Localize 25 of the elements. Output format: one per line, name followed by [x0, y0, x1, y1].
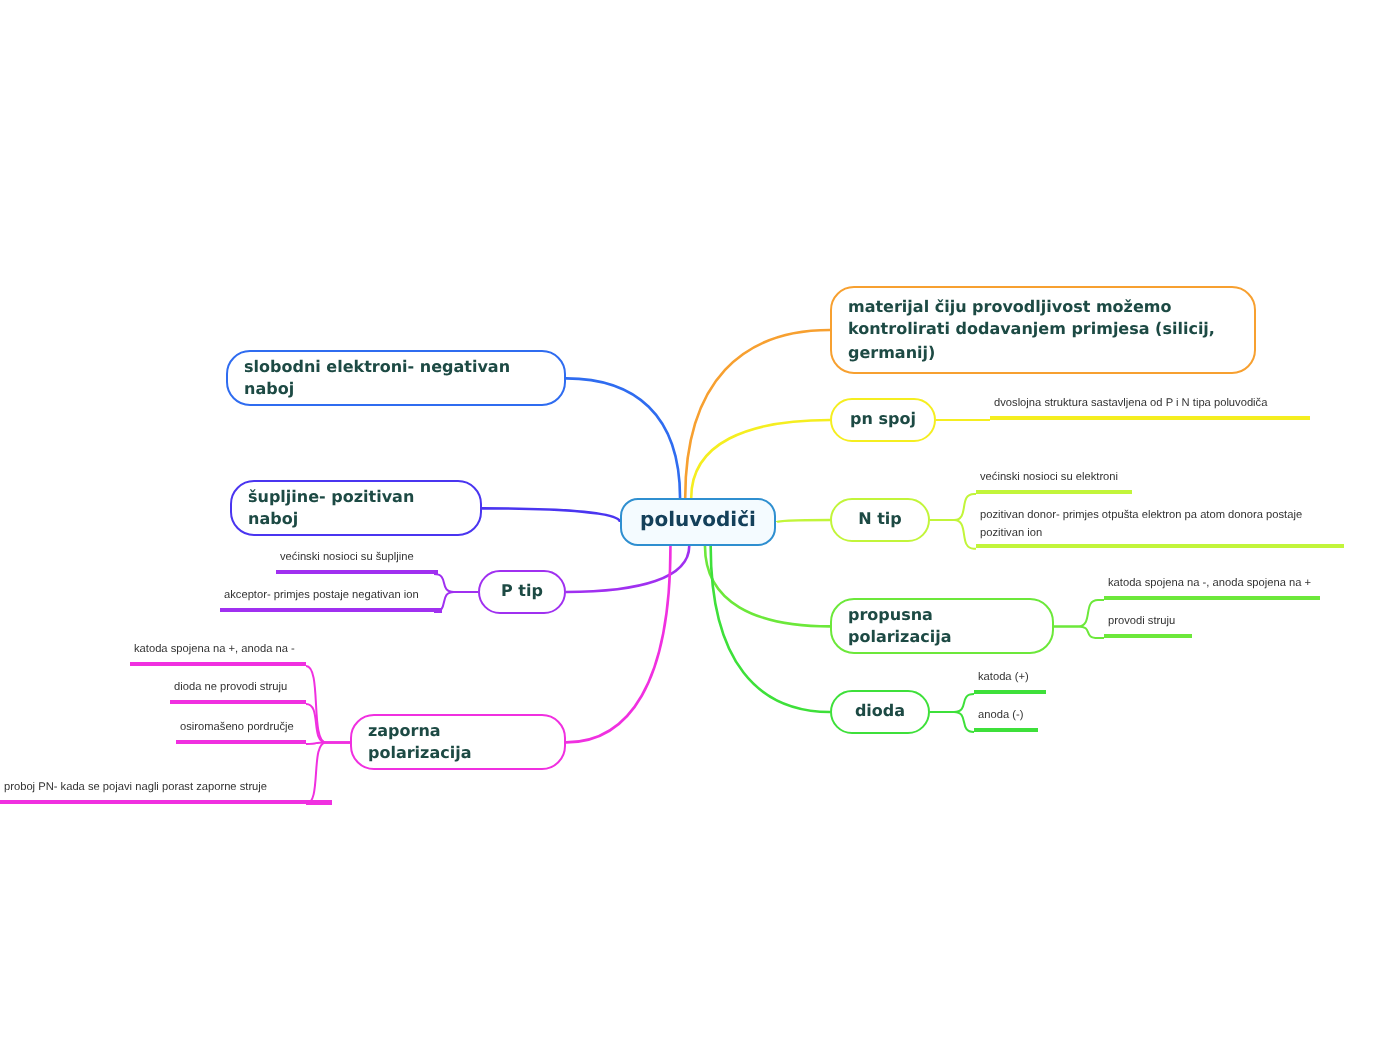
topic-node: materijal čiju provodljivost možemo kontrolirati dodavanjem primjesa (silicij, germanij): [830, 286, 1256, 374]
connector-line: [709, 545, 831, 714]
topic-node: šupljine- pozitivan naboj: [230, 480, 482, 537]
topic-node: slobodni elektroni- negativan naboj: [226, 350, 566, 407]
connector-line: [305, 741, 351, 805]
topic-node: pn spoj: [830, 398, 936, 442]
connector-line: [1053, 625, 1105, 639]
connector-line: [565, 377, 682, 499]
central-topic: poluvodiči: [620, 498, 776, 546]
connector-line: [433, 591, 479, 613]
connector-line: [935, 419, 991, 421]
connector-line: [482, 507, 622, 523]
topic-node: N tip: [830, 498, 930, 542]
topic-node: P tip: [478, 570, 566, 614]
connector-line: [775, 518, 830, 524]
topic-node: zaporna polarizacija: [350, 714, 566, 771]
connector-line: [703, 545, 831, 628]
topic-node: dioda: [830, 690, 930, 734]
connector-line: [565, 545, 672, 744]
connector-line: [929, 519, 977, 550]
connector-line: [689, 418, 831, 499]
connector-line: [565, 545, 691, 594]
connector-line: [683, 328, 831, 499]
connector-line: [929, 711, 975, 733]
topic-node: propusna polarizacija: [830, 598, 1054, 655]
